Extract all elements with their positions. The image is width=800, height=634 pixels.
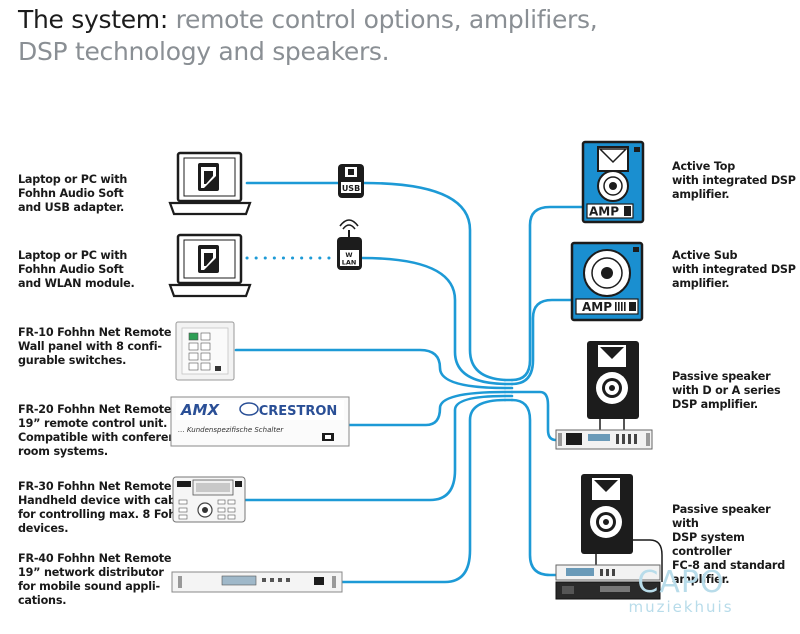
amp-badge-top: AMP [589, 205, 619, 219]
title-rest-line1: remote control options, amplifiers, [167, 5, 598, 34]
watermark-line2: muziekhuis [628, 598, 734, 616]
cable-network [234, 181, 586, 584]
label-laptop-usb: Laptop or PC with Fohhn Audio Soft and U… [18, 173, 128, 214]
wlan-lan-label: LAN [342, 259, 357, 267]
label-passive-d-a: Passive speaker with D or A series DSP a… [672, 370, 781, 411]
label-laptop-wlan: Laptop or PC with Fohhn Audio Soft and W… [18, 249, 135, 290]
standard-amplifier-icon [555, 581, 661, 600]
laptop-wlan-icon [168, 233, 252, 298]
dsp-amplifier-icon [555, 429, 653, 450]
active-sub-speaker-icon: AMP [570, 241, 644, 322]
fr20-caption: ... Kundenspezifische Schalter [178, 426, 284, 434]
label-fr10: FR-10 Fohhn Net Remote Wall panel with 8… [18, 326, 172, 367]
passive-speaker-2-icon [581, 474, 663, 582]
usb-label: USB [342, 184, 360, 193]
label-fr40: FR-40 Fohhn Net Remote 19” network distr… [18, 552, 172, 607]
fc8-controller-icon [555, 564, 661, 581]
label-passive-fc8: Passive speaker with DSP system controll… [672, 503, 786, 586]
title-lead: The system: [18, 5, 168, 34]
watermark: CAPO muziekhuis [576, 565, 786, 617]
amx-logo: AMX [180, 401, 221, 419]
wlan-adapter-icon: W LAN [337, 219, 362, 270]
network-distributor-icon [171, 571, 343, 593]
title-rest-line2: DSP technology and speakers. [18, 37, 390, 66]
laptop-usb-icon [168, 151, 252, 216]
label-active-top: Active Top with integrated DSP amplifier… [672, 160, 796, 201]
page-title: The system: remote control options, ampl… [18, 4, 598, 68]
active-top-speaker-icon: AMP [581, 140, 645, 224]
usb-adapter-icon: USB [338, 164, 364, 198]
passive-speaker-1-icon [587, 341, 639, 430]
rack-remote-icon: AMX CRESTRON ... Kundenspezifische Schal… [170, 396, 350, 447]
wall-panel-icon [175, 321, 235, 381]
amp-badge-sub: AMP [582, 300, 612, 314]
watermark-line1: CAPO [637, 565, 725, 600]
crestron-logo: CRESTRON [259, 404, 338, 419]
wlan-w-label: W [345, 251, 352, 259]
handheld-remote-icon [172, 476, 246, 523]
label-active-sub: Active Sub with integrated DSP amplifier… [672, 249, 796, 290]
